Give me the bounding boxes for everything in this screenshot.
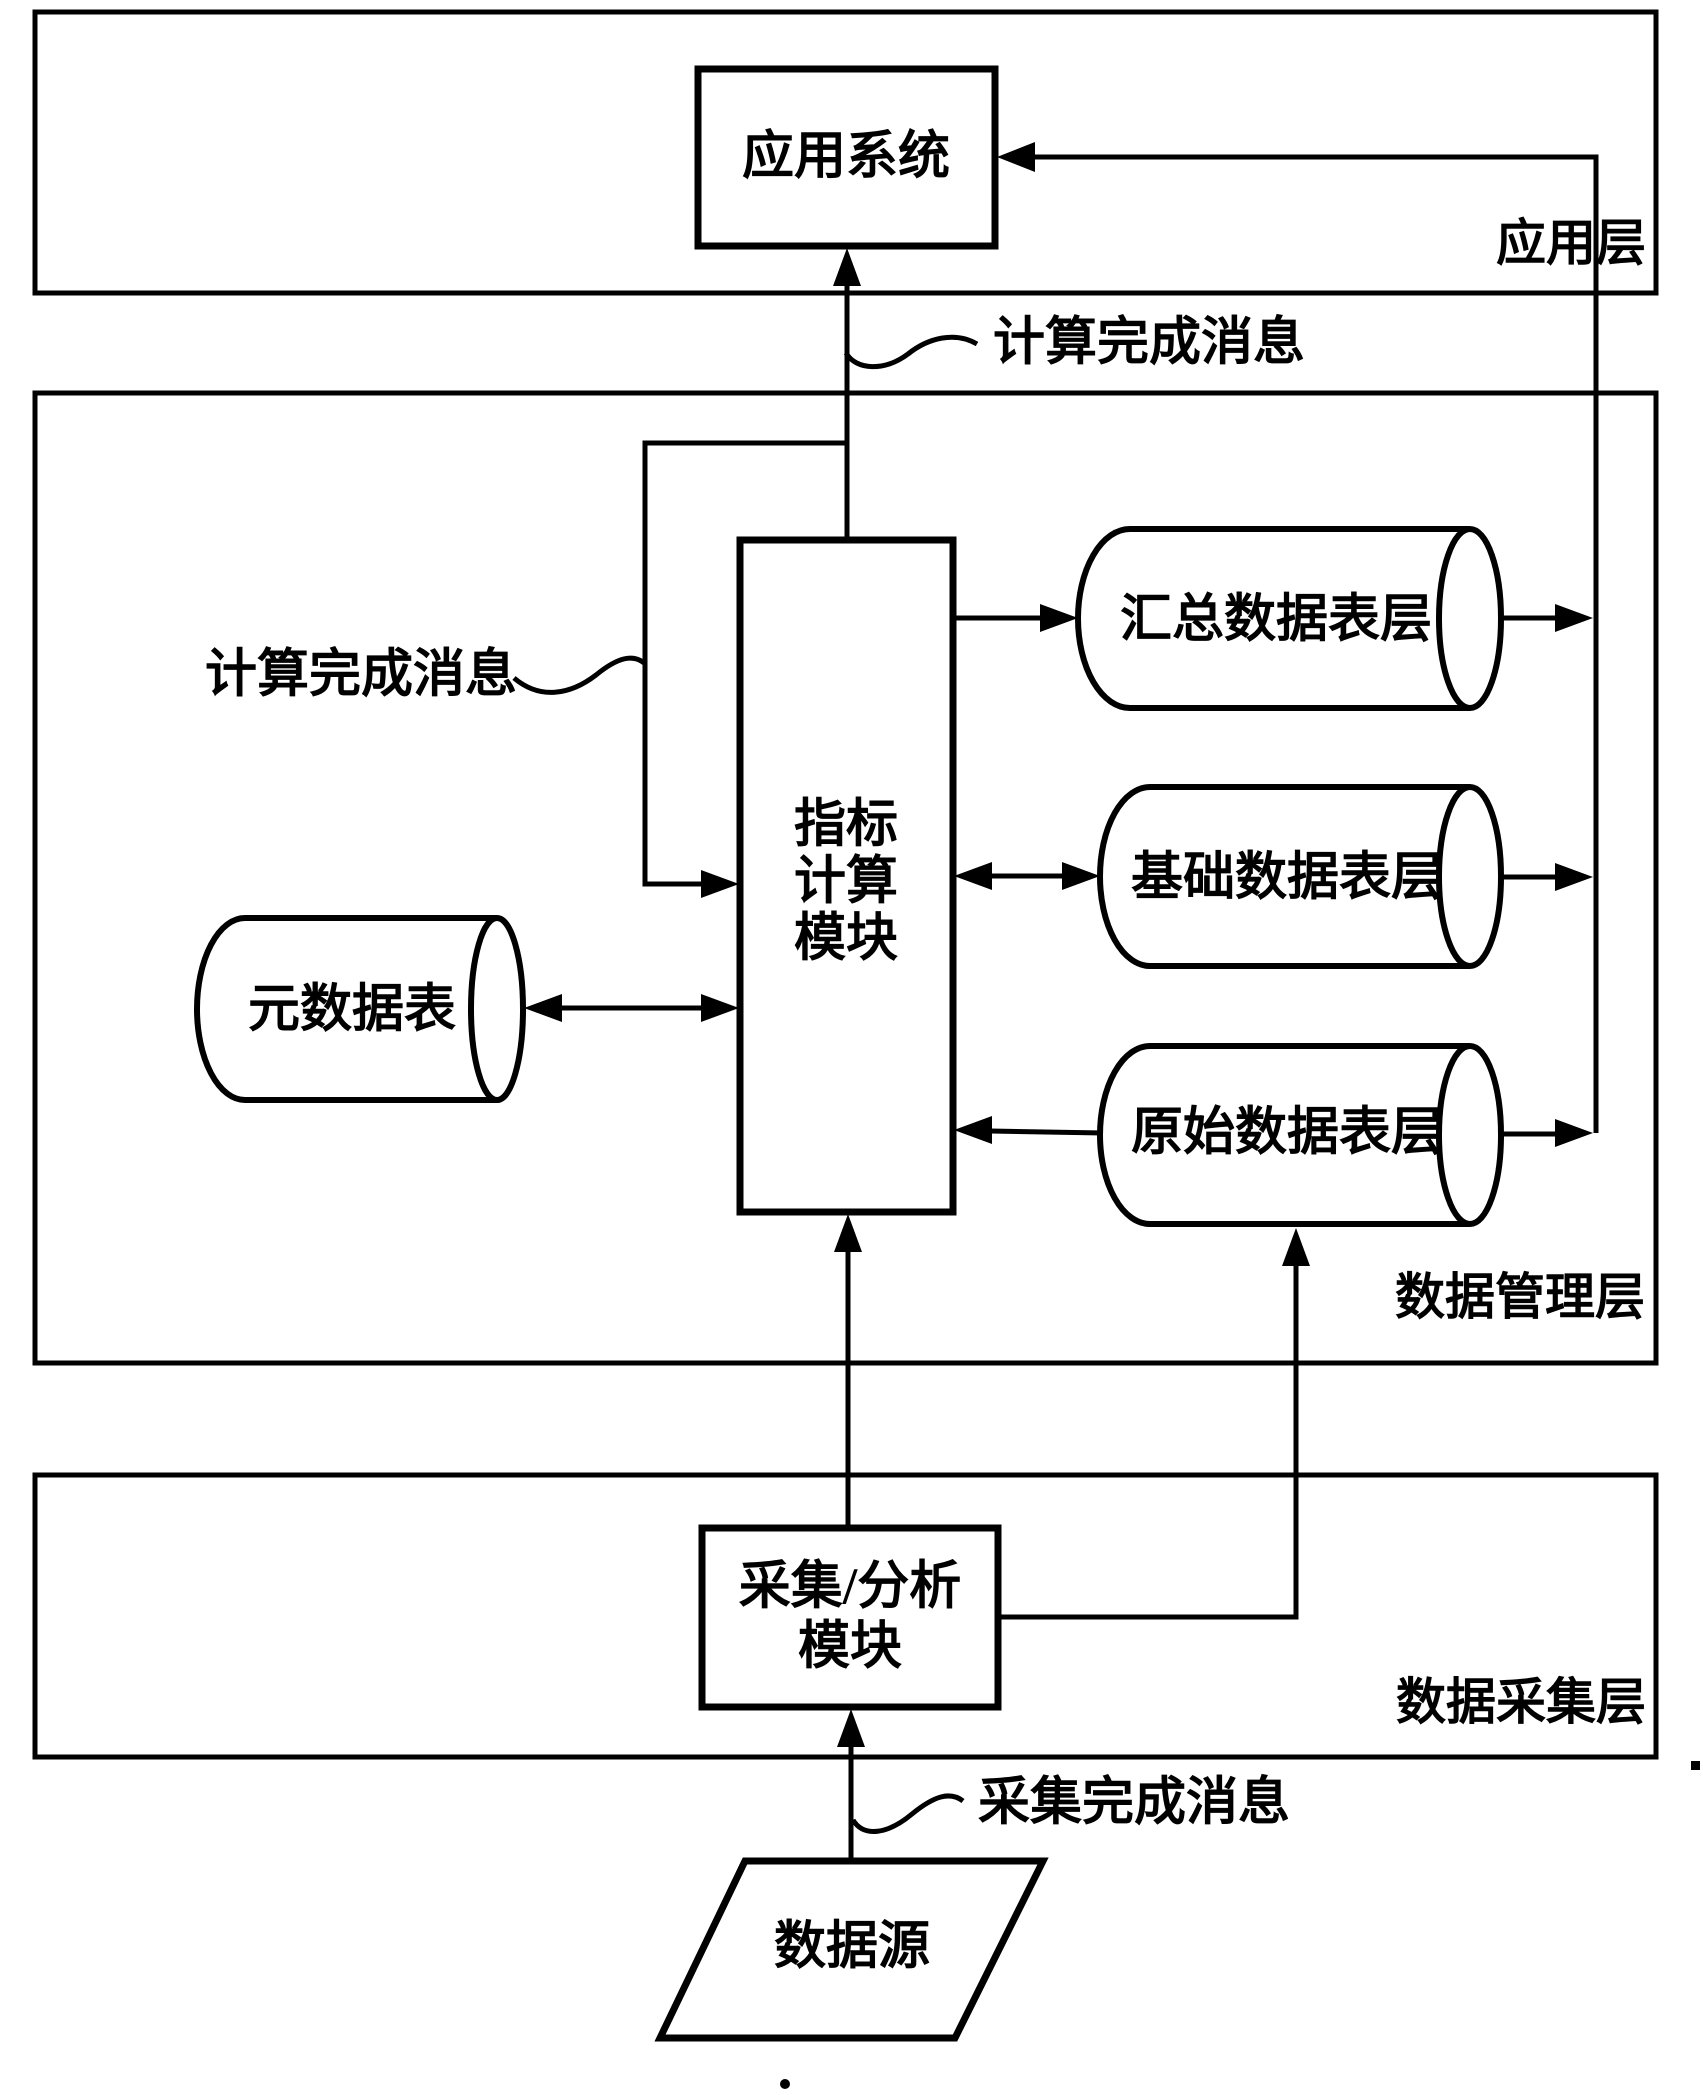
- arrowhead-up-into-raw-table: [1282, 1228, 1310, 1266]
- summary-table-cylinder-cap: [1436, 526, 1504, 711]
- data-management-layer-label: 数据管理层: [1395, 1269, 1645, 1325]
- scan-artifact-dot: [780, 2079, 790, 2089]
- arrowhead-basic-into-module: [954, 862, 992, 890]
- summary-table-label: 汇总数据表层: [1120, 591, 1432, 649]
- indicator-calc-module-label-line3: 模块: [794, 910, 898, 968]
- data-source-label: 数据源: [774, 1918, 930, 1976]
- basic-table-cylinder-body: [1097, 784, 1470, 969]
- metadata-table-label: 元数据表: [248, 981, 456, 1039]
- raw-table-label: 原始数据表层: [1131, 1104, 1443, 1162]
- arrowhead-up-into-calc-module: [834, 1214, 862, 1252]
- arrowhead-loop-into-module: [701, 870, 739, 898]
- arrowhead-into-application-system: [997, 142, 1035, 172]
- application-system-box: [694, 65, 999, 250]
- indicator-calc-module-label-line2: 计算: [794, 853, 898, 911]
- arrowhead-up-into-collection-module: [837, 1709, 865, 1747]
- squiggle-calc-done-left: [512, 655, 646, 695]
- arrowhead-raw-into-module: [954, 1116, 992, 1144]
- arrowhead-basic-into-feedback: [1555, 863, 1593, 891]
- arrowhead-summary-into-feedback: [1555, 604, 1593, 632]
- collection-analysis-module-box: [698, 1524, 1002, 1711]
- annotation-calc-done-left: 计算完成消息: [205, 646, 517, 704]
- annotation-calc-done-top: 计算完成消息: [993, 314, 1305, 372]
- squiggle-calc-done-top: [843, 334, 979, 370]
- raw-module-line: [989, 1128, 1104, 1136]
- metadata-table-cylinder-body: [194, 915, 497, 1103]
- data-collection-layer-label: 数据采集层: [1396, 1674, 1646, 1730]
- raw-table-cylinder-cap: [1436, 1043, 1504, 1227]
- collection-analysis-module-label-line2: 模块: [798, 1618, 902, 1676]
- summary-table-cylinder-body: [1075, 526, 1470, 711]
- arrowhead-raw-into-feedback: [1555, 1119, 1593, 1147]
- arrowhead-into-metadata-table: [524, 994, 562, 1022]
- scan-artifact-mark: [1691, 1761, 1700, 1770]
- squiggle-collect-done: [850, 1793, 965, 1834]
- indicator-calc-module-label-line1: 指标: [794, 796, 898, 854]
- arrowhead-into-summary-table: [1040, 604, 1078, 632]
- arrowhead-metadata-into-module: [701, 994, 739, 1022]
- collection-analysis-module-label-line1: 采集/分析: [739, 1558, 961, 1616]
- feedback-line-to-application: [1035, 154, 1599, 1133]
- arrowhead-up-into-application-system: [833, 248, 861, 286]
- basic-table-cylinder-cap: [1436, 784, 1504, 969]
- data-source-parallelogram: [654, 1857, 1049, 2042]
- arrowhead-into-basic-table: [1062, 862, 1100, 890]
- collection-to-raw-connector: [998, 1266, 1299, 1620]
- metadata-table-cylinder-cap: [468, 915, 526, 1103]
- application-system-label: 应用系统: [742, 128, 950, 186]
- application-layer-label: 应用层: [1496, 215, 1646, 271]
- calc-done-loop-bracket: [642, 440, 847, 887]
- annotation-collect-done: 采集完成消息: [978, 1774, 1290, 1832]
- basic-table-label: 基础数据表层: [1131, 849, 1443, 907]
